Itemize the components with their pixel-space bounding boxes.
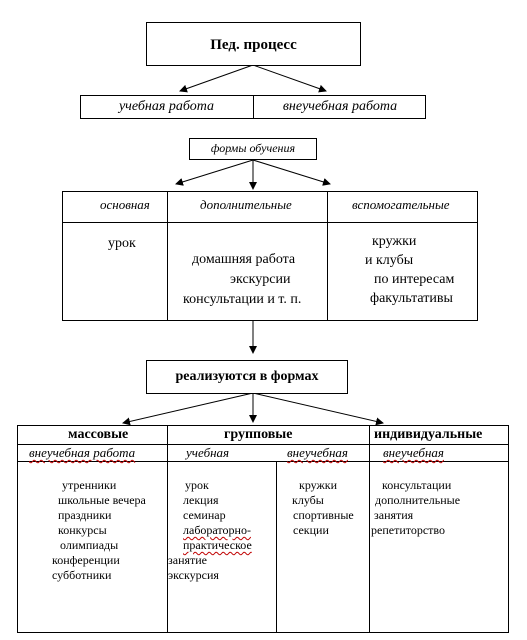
forms-table <box>62 191 478 321</box>
cell-konsultatsii: консультации и т. п. <box>183 292 302 307</box>
item-sportivnye: спортивные <box>293 508 354 522</box>
arrow-to-vspomogatelnye <box>252 159 331 186</box>
header-dopolnitelnye: дополнительные <box>200 197 292 212</box>
ped-process-box <box>146 22 361 66</box>
cell-ekskursii: экскурсии <box>230 272 291 287</box>
item-lektsiya: лекция <box>183 493 219 507</box>
realization-header-line <box>17 444 509 445</box>
item-subbotniki: субботники <box>52 568 112 582</box>
item-seminar: семинар <box>183 508 226 522</box>
ped-process-title: Пед. процесс <box>210 37 297 53</box>
cell-domashnyaya-rabota: домашняя работа <box>192 252 296 267</box>
item-ekskursiya: экскурсия <box>168 568 219 582</box>
cell-po-interesam: по интересам <box>374 272 455 287</box>
forms-label: формы обучения <box>210 141 296 155</box>
item-kluby: клубы <box>292 493 324 507</box>
arrow-to-individualnye <box>252 392 384 426</box>
vneuchebnaya-rabota-label: внеучебная работа <box>282 99 398 114</box>
realization-col-line-1 <box>167 425 168 633</box>
item-prakticheskoe: практическое <box>183 538 252 552</box>
item-konkursy: конкурсы <box>58 523 107 537</box>
sub-vneuchebnaya-rabota: внеучебная работа <box>29 445 136 460</box>
realization-col-line-3 <box>369 425 370 633</box>
work-types-divider <box>253 95 254 119</box>
arrow-to-vneuchebnaya <box>252 64 327 93</box>
item-olimpiady: олимпиады <box>60 538 119 552</box>
header-osnovnaya: основная <box>100 197 150 212</box>
header-individualnye: индивидуальные <box>374 427 483 442</box>
forms-table-col-line-1 <box>167 191 168 321</box>
cell-urok: урок <box>108 236 136 251</box>
sub-uchebnaya: учебная <box>186 445 230 460</box>
cell-kruzhki: кружки <box>372 234 417 249</box>
header-vspomogatelnye: вспомогательные <box>352 197 450 212</box>
item-shkolnye-vechera: школьные вечера <box>58 493 146 507</box>
item-prazdniki: праздники <box>58 508 112 522</box>
sub-vneuchebnaya-individual: внеучебная <box>383 445 444 460</box>
uchebnaya-rabota-label: учебная работа <box>118 99 215 114</box>
item-konferentsii: конференции <box>52 553 120 567</box>
sub-vneuchebnaya-group: внеучебная <box>287 445 348 460</box>
item-zanyatiya: занятия <box>374 508 414 522</box>
forms-box <box>189 138 317 160</box>
item-sektsii: секции <box>293 523 329 537</box>
item-utrenniki: утренники <box>62 478 117 492</box>
cell-i-kluby: и клубы <box>365 253 414 268</box>
realization-col-line-2 <box>276 461 277 633</box>
header-gruppovye: групповые <box>224 427 293 442</box>
item-laboratorno: лабораторно- <box>183 523 251 537</box>
item-zanyatie: занятие <box>168 553 207 567</box>
cell-fakultativy: факультативы <box>370 291 453 306</box>
forms-table-header-line <box>62 222 478 223</box>
item-dopolnitelnye: дополнительные <box>375 493 461 507</box>
arrow-to-osnovnaya <box>175 159 254 186</box>
arrow-to-massovye <box>122 392 254 426</box>
header-massovye: массовые <box>68 427 129 442</box>
item-repetitorstvo: репетиторство <box>371 523 445 537</box>
realization-sub-line <box>17 461 509 462</box>
item-urok: урок <box>185 478 209 492</box>
forms-table-col-line-2 <box>327 191 328 321</box>
realize-label: реализуются в формах <box>175 369 319 384</box>
item-konsultatsii: консультации <box>382 478 452 492</box>
arrow-to-uchebnaya <box>179 64 254 93</box>
realization-table <box>17 425 509 633</box>
item-kruzhki: кружки <box>299 478 338 492</box>
realize-box <box>146 360 348 394</box>
